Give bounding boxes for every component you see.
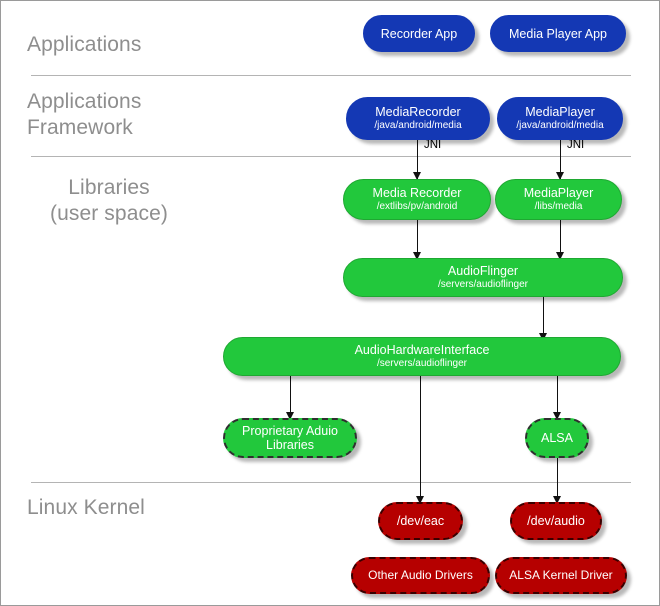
node-alsa-kernel-driver-title: ALSA Kernel Driver	[509, 567, 613, 582]
layer-label-applications-framework: Applications Framework	[27, 90, 142, 139]
connector-mediarecorder-jni	[417, 140, 419, 179]
node-audiohardwareinterface-title: AudioHardwareInterface	[354, 343, 490, 358]
node-proprietary-audio-libraries[interactable]: Proprietary Aduio Libraries	[223, 418, 357, 458]
node-mediaplayer-framework-title: MediaPlayer	[525, 105, 595, 120]
arrowhead-mediaplayerlib-audioflinger	[556, 252, 564, 260]
layer-label-linux-kernel: Linux Kernel	[27, 496, 145, 519]
arrowhead-ahi-proprietary	[286, 412, 294, 420]
node-media-recorder-library-title: Media Recorder	[372, 186, 462, 201]
node-alsa-title: ALSA	[541, 431, 573, 445]
node-other-audio-drivers-title: Other Audio Drivers	[368, 567, 473, 582]
node-audioflinger-title: AudioFlinger	[447, 264, 519, 279]
node-media-recorder-library-path: /extlibs/pv/android	[376, 201, 458, 213]
layer-label-libraries: Libraries (user space)	[50, 176, 168, 225]
node-proprietary-audio-libraries-title: Proprietary Aduio Libraries	[242, 424, 338, 452]
arrowhead-mediaplayer-jni	[556, 172, 564, 180]
arrowhead-ahi-alsa	[553, 412, 561, 420]
divider-applications	[31, 75, 631, 76]
node-dev-eac[interactable]: /dev/eac	[378, 502, 463, 540]
node-dev-audio[interactable]: /dev/audio	[510, 502, 602, 540]
node-dev-audio-title: /dev/audio	[527, 514, 585, 528]
divider-framework	[31, 156, 631, 157]
connector-ahi-deveac	[420, 376, 422, 502]
connector-alsa-devaudio	[557, 457, 559, 502]
connector-label-jni-left: JNI	[424, 139, 442, 151]
node-recorder-app-title: Recorder App	[380, 26, 458, 41]
node-other-audio-drivers[interactable]: Other Audio Drivers	[351, 557, 490, 594]
connector-label-jni-right: JNI	[567, 139, 585, 151]
layer-label-applications: Applications	[27, 33, 142, 56]
connector-mediaplayerlib-audioflinger	[560, 220, 562, 258]
node-media-player-library[interactable]: MediaPlayer /libs/media	[495, 179, 622, 220]
node-audiohardwareinterface-path: /servers/audioflinger	[376, 358, 468, 370]
node-mediarecorder-framework[interactable]: MediaRecorder /java/android/media	[346, 97, 490, 140]
arrowhead-ahi-deveac	[416, 496, 424, 504]
node-recorder-app[interactable]: Recorder App	[363, 15, 475, 52]
node-media-player-app-title: Media Player App	[509, 26, 607, 41]
connector-mediaplayer-jni	[560, 140, 562, 179]
node-mediarecorder-framework-path: /java/android/media	[374, 120, 462, 132]
arrowhead-mediarecorder-jni	[413, 172, 421, 180]
node-media-player-library-path: /libs/media	[534, 201, 583, 213]
node-mediaplayer-framework-path: /java/android/media	[516, 120, 604, 132]
node-media-player-library-title: MediaPlayer	[523, 186, 594, 201]
arrowhead-mediarecorderlib-audioflinger	[413, 252, 421, 260]
connector-audioflinger-audiohardwareinterface	[543, 297, 545, 339]
node-mediaplayer-framework[interactable]: MediaPlayer /java/android/media	[497, 97, 623, 140]
node-mediarecorder-framework-title: MediaRecorder	[375, 105, 461, 120]
connector-ahi-alsa	[557, 376, 559, 418]
divider-libraries	[31, 482, 631, 483]
node-audioflinger-path: /servers/audioflinger	[437, 279, 529, 291]
node-dev-eac-title: /dev/eac	[396, 514, 445, 528]
node-alsa[interactable]: ALSA	[525, 418, 589, 458]
node-audiohardwareinterface[interactable]: AudioHardwareInterface /servers/audiofli…	[223, 337, 621, 376]
arrowhead-alsa-devaudio	[553, 496, 561, 504]
connector-mediarecorderlib-audioflinger	[417, 220, 419, 258]
node-audioflinger[interactable]: AudioFlinger /servers/audioflinger	[343, 258, 623, 297]
node-media-recorder-library[interactable]: Media Recorder /extlibs/pv/android	[343, 179, 491, 220]
node-media-player-app[interactable]: Media Player App	[490, 15, 626, 52]
node-alsa-kernel-driver[interactable]: ALSA Kernel Driver	[495, 557, 627, 594]
connector-ahi-proprietary	[290, 376, 292, 418]
